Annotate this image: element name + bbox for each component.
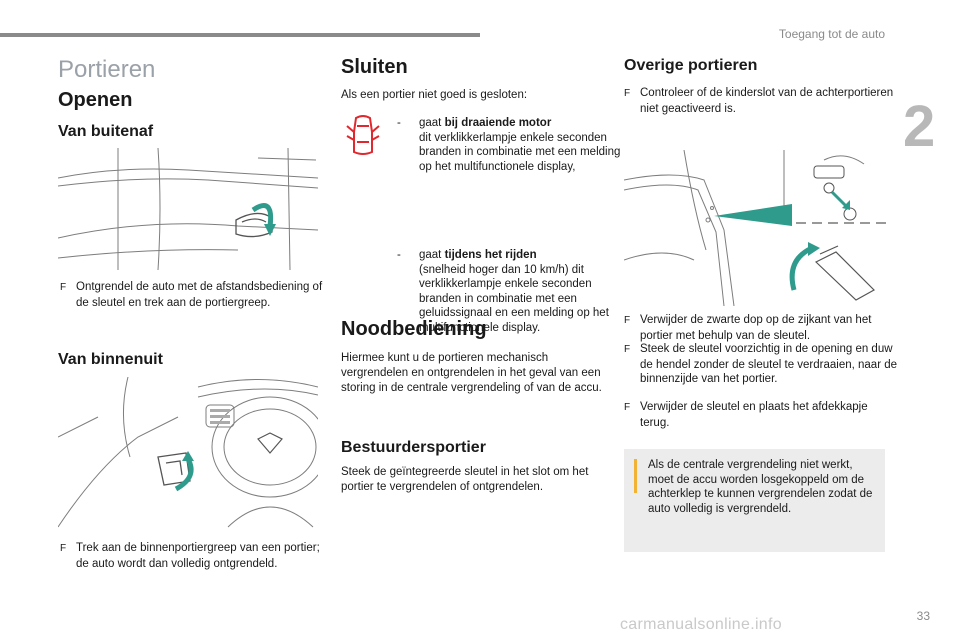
heading-sluiten: Sluiten xyxy=(341,56,408,78)
heading-overige-portieren: Overige portieren xyxy=(624,57,758,74)
noodbediening-text: Hiermee kunt u de portieren mechanisch v… xyxy=(341,352,602,394)
info-icon xyxy=(634,459,637,493)
bestuurdersportier-text: Steek de geïntegreerde sleutel in het sl… xyxy=(341,466,589,493)
bullet-marker: F xyxy=(624,402,631,413)
footer-watermark: carmanualsonline.info xyxy=(620,616,782,633)
rear-door-emergency-lock-illustration xyxy=(624,150,886,306)
bullet-marker: F xyxy=(60,282,67,293)
sluiten-intro: Als een portier niet goed is gesloten: xyxy=(341,89,528,101)
bullet-marker: F xyxy=(624,344,631,355)
pull-arrow-icon xyxy=(174,457,194,492)
exterior-door-handle-illustration xyxy=(58,148,318,270)
info-box: Als de centrale vergrendeling niet werkt… xyxy=(624,449,885,552)
page-number: 33 xyxy=(916,609,930,623)
bullet-marker: F xyxy=(624,88,631,99)
heading-van-buitenaf: Van buitenaf xyxy=(58,123,154,140)
page-title: Portieren xyxy=(58,56,156,83)
pointer-arrow-icon xyxy=(714,204,792,226)
chapter-number: 2 xyxy=(903,94,936,159)
header-rule xyxy=(0,33,480,37)
heading-bestuurdersportier: Bestuurdersportier xyxy=(341,439,486,456)
dash-item-rijden: -gaat tijdens het rijden(snelheid hoger … xyxy=(397,249,609,334)
heading-noodbediening: Noodbediening xyxy=(341,318,487,340)
bullet-marker: F xyxy=(624,315,631,326)
pull-arrow-icon xyxy=(251,203,274,227)
door-open-warning-icon xyxy=(346,115,380,155)
heading-openen: Openen xyxy=(58,89,133,111)
interior-door-handle-illustration xyxy=(58,377,318,532)
bullet-marker: F xyxy=(60,543,67,554)
chapter-title: Toegang tot de auto xyxy=(778,27,885,41)
heading-van-binnenuit: Van binnenuit xyxy=(58,351,163,368)
info-text: Als de centrale vergrendeling niet werkt… xyxy=(648,459,873,515)
